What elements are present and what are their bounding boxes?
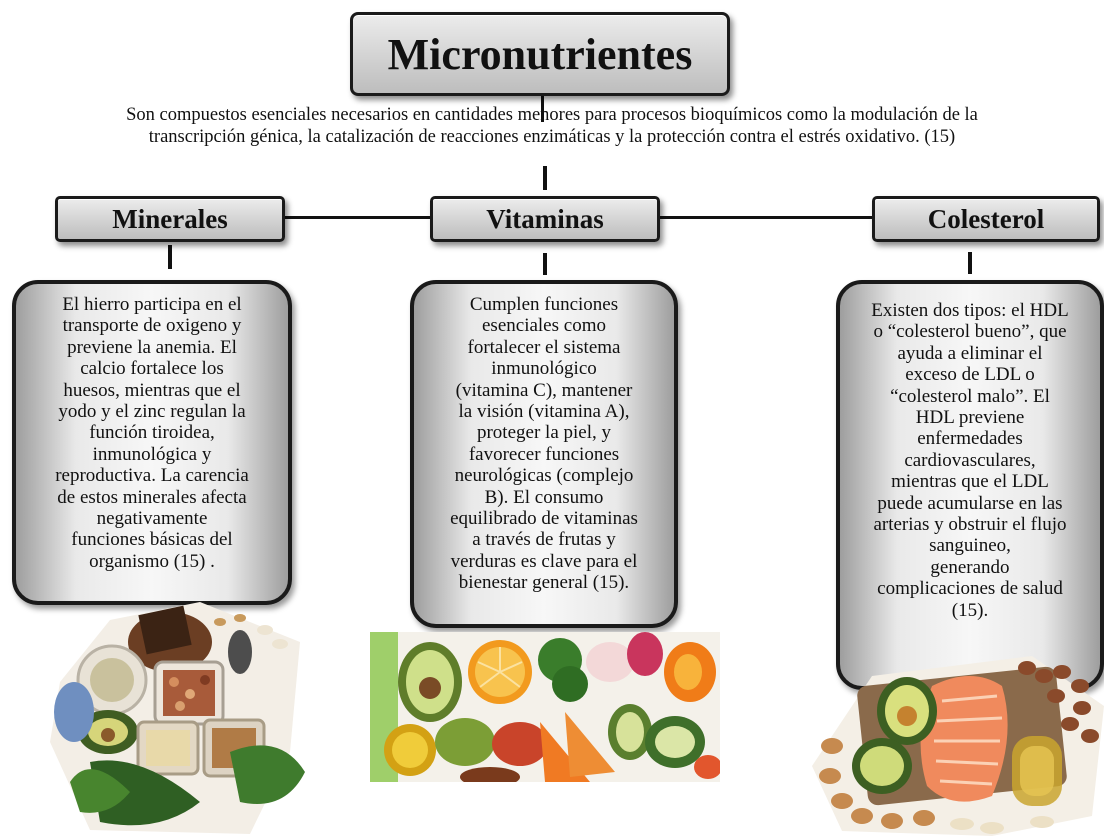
desc-line: proteger la piel, y [476,422,611,444]
minerales-description-box: El hierro participa en el transporte de … [12,280,292,605]
vitaminas-description-box: Cumplen funciones esenciales como fortal… [410,280,678,628]
connector-minerales-text [168,245,172,269]
desc-line: negativamente [96,508,208,530]
desc-line: esenciales como [482,315,606,337]
colesterol-description-box: Existen dos tipos: el HDL o “colesterol … [836,280,1104,690]
desc-line: equilibrado de vitaminas [450,508,638,530]
vitaminas-heading-box: Vitaminas [430,196,660,242]
desc-line: cardiovasculares, [904,449,1036,471]
desc-line: reproductiva. La carencia [55,465,249,487]
desc-line: fortalecer el sistema [467,336,621,358]
desc-line: huesos, mientras que el [63,379,241,401]
desc-line: calcio fortalece los [80,358,224,380]
colesterol-heading-box: Colesterol [872,196,1100,242]
connector-vitaminas-text [543,253,547,275]
desc-line: inmunológico [491,358,597,380]
desc-line: inmunológica y [92,443,212,465]
connector-vitaminas-colesterol [660,216,872,219]
desc-line: yodo y el zinc regulan la [58,401,246,423]
desc-line: de estos minerales afecta [57,486,247,508]
colesterol-heading: Colesterol [927,203,1045,234]
desc-line: a través de frutas y [472,529,616,551]
desc-line: El hierro participa en el [62,294,242,315]
desc-line: arterias y obstruir el flujo [873,514,1067,536]
connector-colesterol-text [968,252,972,274]
desc-line: (vitamina C), mantener [455,379,633,401]
diagram-title: Micronutrientes [387,29,693,79]
desc-line: la visión (vitamina A), [458,401,630,423]
intro-text: Son compuestos esenciales necesarios en … [0,104,1104,148]
desc-line: (15). [951,599,989,621]
vitamins-food-image [370,632,720,782]
desc-line: previene la anemia. El [67,336,237,358]
minerales-heading: Minerales [112,203,228,234]
desc-line: complicaciones de salud [877,578,1063,600]
desc-line: bienestar general (15). [458,572,630,594]
intro-line: Son compuestos esenciales necesarios en … [126,105,978,125]
desc-line: transporte de oxigeno y [62,315,242,337]
desc-line: función tiroidea, [89,422,215,444]
desc-line: “colesterol malo”. El [890,385,1050,407]
cholesterol-food-image [812,656,1104,836]
desc-line: favorecer funciones [468,443,620,465]
desc-line: Existen dos tipos: el HDL [871,300,1069,321]
desc-line: sanguineo, [929,535,1011,557]
desc-line: neurológicas (complejo [454,465,634,487]
vitaminas-heading: Vitaminas [486,203,604,234]
minerales-heading-box: Minerales [55,196,285,242]
desc-line: organismo (15) . [89,550,215,572]
desc-line: B). El consumo [484,486,604,508]
desc-line: HDL previene [915,407,1025,429]
connector-intro-vitaminas [543,166,547,190]
connector-minerales-vitaminas [285,216,430,219]
desc-line: puede acumularse en las [877,492,1063,514]
desc-line: exceso de LDL o [905,364,1035,386]
connector-title-intro [541,96,544,122]
desc-line: funciones básicas del [71,529,233,551]
desc-line: verduras es clave para el [450,550,638,572]
title-box: Micronutrientes [350,12,730,96]
desc-line: ayuda a eliminar el [897,342,1043,364]
intro-line: transcripción génica, la catalización de… [148,127,956,147]
desc-line: o “colesterol bueno”, que [873,321,1067,343]
desc-line: Cumplen funciones [469,294,619,315]
minerals-food-image [50,602,305,834]
desc-line: generando [930,556,1010,578]
desc-line: enfermedades [917,428,1023,450]
desc-line: mientras que el LDL [891,471,1049,493]
